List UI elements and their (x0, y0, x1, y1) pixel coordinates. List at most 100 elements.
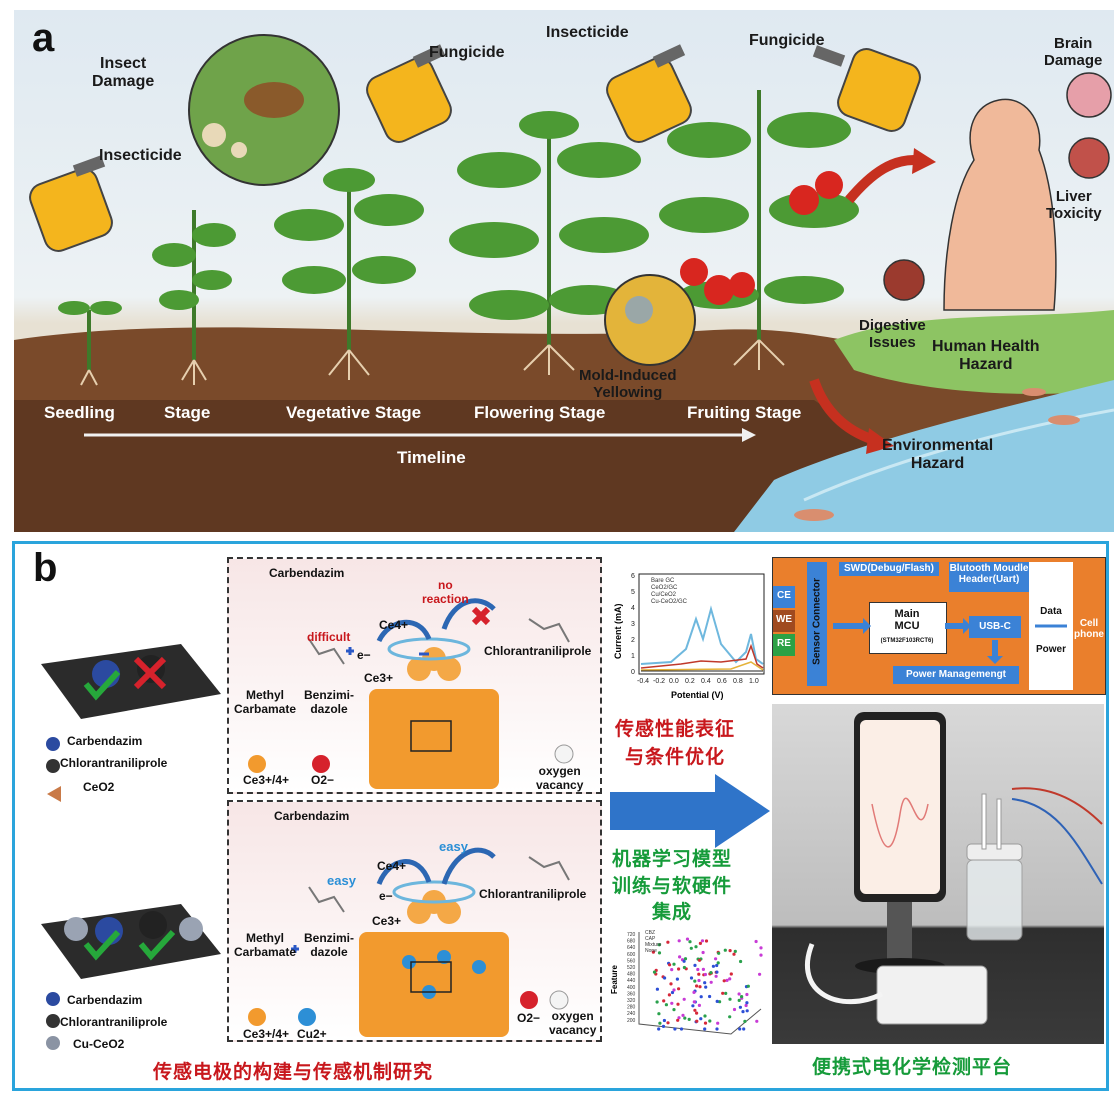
scatter-point (741, 1010, 745, 1014)
scatter-point (657, 1027, 661, 1031)
scatter-point (745, 1001, 749, 1005)
scatter-point (668, 963, 672, 967)
legend-top-chlorantraniliprole: Chlorantraniliprole (60, 756, 168, 770)
cv-ytick-4: 4 (631, 605, 635, 612)
cellphone-label: Cell phone (1074, 618, 1104, 640)
cv-xtick-4: 0.4 (701, 678, 711, 685)
scatter-point (692, 1000, 696, 1004)
o2-label-top: O2− (311, 773, 335, 787)
scatter-legend-0: CBZ (645, 930, 655, 936)
scatter-point (704, 985, 708, 989)
scatter-point (695, 1011, 699, 1015)
swd-label: SWD(Debug/Flash) (844, 563, 934, 574)
scatter-point (701, 967, 705, 971)
cv-legend-2: Cu/CeO2 (651, 592, 677, 598)
scatter-point (676, 1002, 680, 1006)
chlorantraniliprole-label-bottom: Chlorantraniliprole (479, 887, 587, 901)
scatter-point (738, 1027, 742, 1031)
scatter-point (677, 987, 681, 991)
scatter-point (723, 948, 727, 952)
no-reaction-label: no reaction (422, 578, 469, 606)
scatter-point (695, 984, 699, 988)
scatter-ylabel: Feature (611, 965, 619, 994)
cu-ceo2-electrode-illustration (41, 904, 221, 1050)
spray-label-3: Insecticide (546, 24, 629, 41)
scatter-point (703, 1014, 707, 1018)
scatter-point (728, 997, 732, 1001)
scatter-ytick: 680 (627, 939, 636, 945)
scatter-ytick: 280 (627, 1005, 636, 1011)
methyl-carbamate-label-top: Methyl Carbamate (234, 688, 297, 716)
scatter-point (662, 1018, 666, 1023)
ce34-label-top: Ce3+/4+ (243, 773, 290, 787)
scatter-point (689, 976, 694, 980)
cv-ytick-2: 2 (631, 637, 635, 644)
scatter-ytick: 720 (627, 932, 636, 938)
scatter-point (682, 959, 686, 963)
scatter-point (746, 984, 750, 988)
re-port (773, 634, 795, 656)
cv-xtick-0: -0.4 (637, 678, 649, 685)
scatter-point (693, 1008, 697, 1012)
scatter-point (724, 991, 728, 995)
legend-bottom-carbendazim: Carbendazim (67, 993, 143, 1007)
scatter-point (758, 972, 762, 976)
cv-chart: Current (mA) Potential (V) Bare GC CeO2/… (613, 573, 765, 700)
power-label: Power (1035, 644, 1066, 655)
cv-xtick-7: 1.0 (749, 678, 759, 685)
data-label: Data (1040, 606, 1062, 617)
scatter-point (703, 972, 707, 977)
scatter-ytick: 200 (627, 1018, 636, 1024)
panel-letter-b: b (33, 546, 58, 590)
scatter-point (662, 999, 666, 1003)
legend-bottom-cu-ceo2: Cu-CeO2 (73, 1037, 125, 1051)
scatter-point (657, 1012, 661, 1016)
legend-top-carbendazim: Carbendazim (67, 734, 143, 748)
scatter-point (733, 949, 737, 953)
scatter-point (714, 974, 718, 978)
scatter-ytick: 520 (627, 965, 636, 971)
difficult-label: difficult (307, 630, 351, 644)
cv-xtick-5: 0.6 (717, 678, 727, 685)
carbendazim-label-bottom: Carbendazim (274, 809, 350, 823)
scatter-point (664, 1003, 668, 1007)
scatter-point (666, 1021, 670, 1025)
scatter-point (699, 995, 703, 999)
benzimidazole-label-top: Benzimi- dazole (304, 688, 355, 716)
scatter-point (722, 979, 726, 983)
scatter-ytick: 320 (627, 998, 636, 1004)
scatter-point (667, 993, 671, 997)
easy-label-right: easy (439, 839, 468, 854)
scatter-point (677, 1016, 681, 1020)
cv-xtick-2: 0.0 (669, 678, 679, 685)
scatter-point (703, 1027, 707, 1031)
bluetooth-block (949, 562, 1029, 592)
scatter-point (666, 940, 670, 944)
scatter-point (759, 946, 763, 950)
ce-label: CE (777, 590, 791, 601)
scatter-point (737, 998, 741, 1002)
scatter-point (691, 1004, 695, 1008)
swd-block (839, 562, 939, 576)
cu-label-bottom: Cu2+ (297, 1027, 327, 1041)
scatter-point (738, 1005, 742, 1009)
panel-b: b Carbendazim Chlorantraniliprole CeO2 C… (12, 541, 1109, 1091)
scatter-point (682, 965, 686, 970)
hardware-diagram: CE WE RE Sensor Connector SWD(Debug/Flas… (772, 557, 1106, 695)
scatter-point (728, 1015, 732, 1019)
scatter-point (679, 1027, 684, 1031)
ce3-label-bottom: Ce3+ (372, 914, 402, 928)
scatter-point (678, 955, 682, 959)
scatter-point (695, 1019, 699, 1023)
scatter-point (672, 962, 676, 966)
scatter-point (709, 971, 713, 975)
usbc-block (969, 616, 1021, 638)
ce-port (773, 586, 795, 608)
scatter-3d-plot: Feature CBZ CAP Mixture None 72068064060… (611, 930, 763, 1035)
scatter-point (703, 1021, 708, 1025)
scatter-point (672, 1008, 676, 1012)
ceo2-electrode-illustration (41, 644, 221, 802)
scatter-point (699, 1017, 703, 1021)
scatter-legend-2: Mixture (645, 942, 662, 948)
environmental-hazard-label: Environmental Hazard (882, 437, 994, 473)
